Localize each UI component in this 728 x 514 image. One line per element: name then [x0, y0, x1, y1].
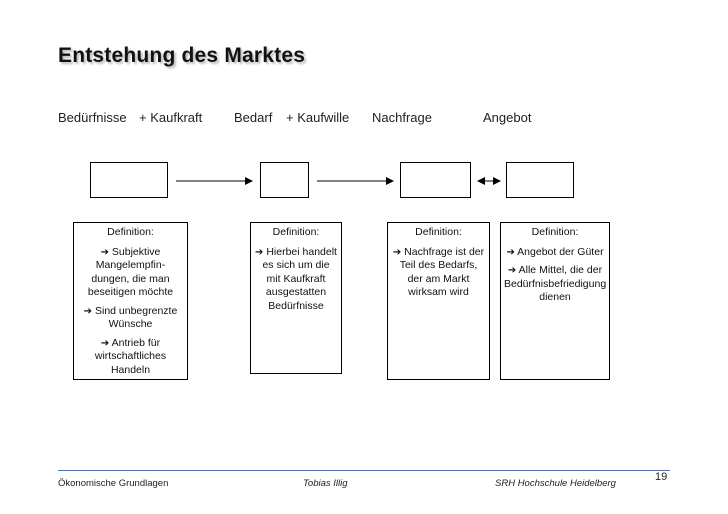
term-kaufkraft: + Kaufkraft — [139, 110, 203, 125]
arrow-icon: ➔ — [100, 337, 110, 349]
definition-item: ➔ Hierbei handelt es sich um die mit Kau… — [255, 245, 337, 312]
term-beduerfnisse: Bedürfnisse — [58, 110, 127, 125]
empty-box-bedarf — [260, 162, 309, 198]
definition-item: ➔ Subjektive Mangelempfin-dungen, die ma… — [87, 245, 174, 299]
definition-item: ➔ Sind unbegrenzte Wünsche — [83, 304, 178, 331]
arrow-icon: ➔ — [507, 265, 517, 276]
term-nachfrage: Nachfrage — [372, 110, 432, 125]
slide-title: Entstehung des Marktes — [58, 44, 306, 67]
empty-box-nachfrage — [400, 162, 471, 198]
term-bedarf: Bedarf — [234, 110, 273, 125]
definition-box-angebot: Definition: ➔ Angebot der Güter ➔ Alle M… — [500, 222, 610, 380]
definition-box-beduerfnisse: Definition: ➔ Subjektive Mangelempfin-du… — [73, 222, 188, 380]
definition-heading: Definition: — [415, 226, 462, 238]
footer-author: Tobias Illig — [303, 478, 348, 489]
definition-heading: Definition: — [531, 226, 579, 238]
footer-institution: SRH Hochschule Heidelberg — [495, 478, 616, 489]
arrow-icon: ➔ — [506, 246, 515, 258]
definition-item: ➔ Alle Mittel, die der Bedürfnisbefriedi… — [504, 264, 607, 303]
definition-box-bedarf: Definition: ➔ Hierbei handelt es sich um… — [250, 222, 342, 374]
arrow-icon: ➔ — [392, 246, 402, 258]
footer-course: Ökonomische Grundlagen — [58, 478, 169, 489]
definition-item: ➔ Nachfrage ist der Teil des Bedarfs, de… — [392, 245, 485, 299]
empty-box-angebot — [506, 162, 574, 198]
arrow-icon: ➔ — [100, 246, 109, 258]
definition-heading: Definition: — [107, 226, 154, 238]
definition-box-nachfrage: Definition: ➔ Nachfrage ist der Teil des… — [387, 222, 490, 380]
page-number: 19 — [655, 471, 668, 483]
term-kaufwille: + Kaufwille — [286, 110, 350, 125]
empty-box-beduerfnisse — [90, 162, 168, 198]
term-angebot: Angebot — [483, 110, 532, 125]
definition-heading: Definition: — [272, 226, 320, 238]
definition-item: ➔ Angebot der Güter — [506, 245, 604, 258]
arrow-icon: ➔ — [255, 246, 264, 258]
arrow-icon: ➔ — [83, 305, 93, 317]
footer-divider — [58, 470, 670, 471]
definition-item: ➔ Antrieb für wirtschaftliches Handeln — [94, 336, 167, 376]
